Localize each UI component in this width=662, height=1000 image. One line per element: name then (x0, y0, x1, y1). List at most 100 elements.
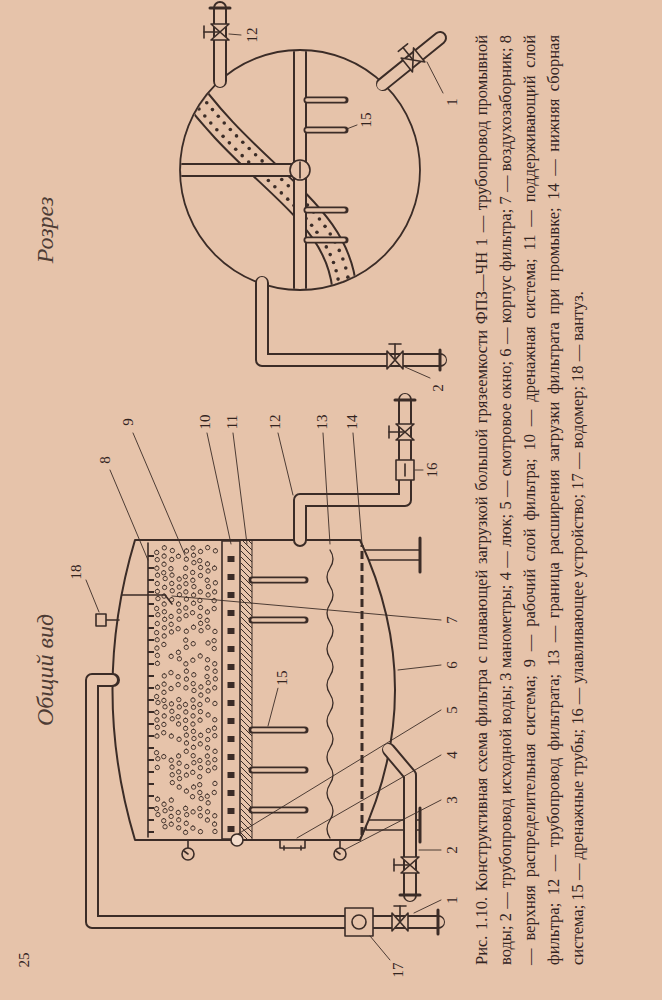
callout-number: 1 (445, 894, 460, 906)
filter-granules (155, 573, 159, 577)
filter-general-view (399, 906, 401, 922)
filter-granules (169, 758, 173, 762)
filter-granules (205, 578, 209, 582)
filter-general-view (393, 859, 395, 871)
filter-granules (162, 626, 166, 630)
filter-granules (176, 675, 180, 679)
filter-granules (156, 812, 160, 816)
filter-granules (213, 701, 217, 705)
filter-granules (155, 661, 159, 665)
filter-section-view (401, 48, 425, 72)
filter-granules (198, 654, 202, 658)
filter-granules (177, 577, 181, 581)
perforation-hole (334, 269, 338, 273)
filter-granules (163, 809, 167, 813)
filter-granules (169, 822, 173, 826)
filter-general-view (392, 906, 408, 931)
filter-general-view (222, 541, 240, 839)
filter-general-view (404, 464, 406, 476)
filter-general-view (394, 857, 419, 873)
filter-granules (177, 585, 181, 589)
filter-granules (155, 557, 159, 561)
filter-general-view (228, 545, 235, 832)
filter-general-view (106, 619, 119, 621)
perforation-hole (192, 100, 196, 104)
filter-granules (198, 614, 202, 618)
callout-number: 8 (98, 454, 113, 466)
filter-granules (213, 718, 217, 722)
filter-granules (169, 654, 173, 658)
filter-granules (198, 573, 202, 577)
filter-section-view (307, 98, 344, 102)
filter-granules (198, 605, 202, 609)
filter-granules (213, 662, 217, 666)
callout-number: 16 (425, 461, 440, 480)
filter-granules (199, 693, 203, 697)
leader-line (427, 62, 443, 93)
filter-section-view (175, 163, 300, 177)
filter-granules (184, 812, 188, 816)
filter-section-view (307, 208, 344, 212)
filter-granules (169, 798, 173, 802)
filter-section-view (403, 48, 413, 60)
filter-granules (198, 718, 202, 722)
filter-granules (212, 790, 216, 794)
filter-granules (199, 628, 203, 632)
filter-granules (213, 686, 217, 690)
filter-granules (184, 606, 188, 610)
perforation-hole (318, 217, 322, 221)
perforation-hole (175, 78, 179, 82)
leader-line (370, 936, 390, 960)
perforation-hole (315, 230, 319, 234)
filter-granules (177, 776, 181, 780)
filter-section-view (307, 207, 345, 214)
leader-line (268, 688, 278, 726)
perforation-hole (215, 128, 219, 132)
filter-granules (190, 570, 194, 574)
filter-general-view (148, 545, 154, 833)
perforation-hole (221, 135, 225, 139)
filter-granules (162, 731, 166, 735)
perforation-hole (254, 153, 258, 157)
filter-granules (176, 627, 180, 631)
filter-granules (212, 590, 216, 594)
callout-number: 15 (275, 669, 290, 688)
leader-line (133, 433, 185, 555)
filter-general-view (92, 680, 438, 922)
leader-line (233, 433, 247, 544)
filter-granules (212, 822, 216, 826)
filter-granules (162, 610, 166, 614)
filter-granules (198, 621, 202, 625)
filter-granules (169, 614, 173, 618)
perforation-hole (247, 147, 251, 151)
filter-section-view (389, 343, 401, 345)
filter-granules (154, 630, 158, 634)
callout-number: 4 (445, 749, 460, 761)
filter-general-view (253, 768, 304, 772)
filter-general-view (252, 727, 305, 734)
perforation-hole (175, 72, 351, 298)
filter-section-view (174, 8, 441, 370)
filter-granules (169, 622, 173, 626)
callout-number: 6 (445, 659, 460, 671)
filter-general-view (388, 749, 410, 896)
filter-granules (184, 710, 188, 714)
filter-granules (205, 545, 209, 549)
filter-granules (162, 714, 166, 718)
filter-granules (169, 806, 173, 810)
callout-number: 14 (345, 413, 360, 432)
filter-granules (213, 549, 217, 553)
filter-general-view (231, 834, 243, 846)
perforation-hole (234, 148, 238, 152)
filter-general-view (396, 460, 414, 480)
filter-granules (155, 718, 159, 722)
filter-granules (191, 698, 195, 702)
filter-granules (205, 737, 209, 741)
filter-granules (184, 590, 188, 594)
filter-granules (198, 733, 202, 737)
perforation-hole (216, 115, 220, 119)
filter-general-view (300, 400, 405, 540)
filter-granules (156, 613, 160, 617)
filter-granules (162, 585, 166, 589)
filter-section-view (180, 75, 345, 300)
